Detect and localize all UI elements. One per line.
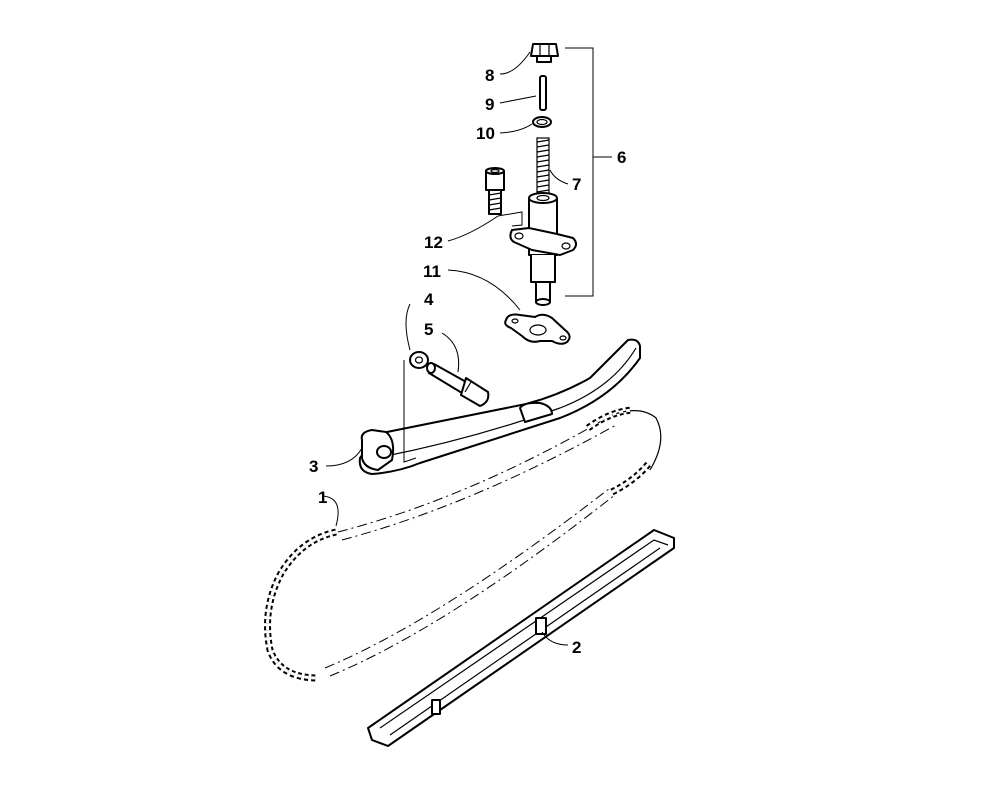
part-2-chain-guide: [367, 529, 675, 747]
part-9-pin: [539, 75, 547, 111]
part-10-o-ring: [532, 116, 552, 128]
leader-lines: [321, 51, 569, 646]
callout-11: 11: [423, 262, 441, 281]
part-11-gasket: [504, 313, 571, 345]
part-12-bolt: [485, 167, 505, 215]
part-1-timing-chain: [264, 406, 662, 682]
part-3-tensioner-guide: [358, 338, 641, 475]
callout-10: 10: [476, 124, 495, 143]
callout-2: 2: [572, 638, 581, 657]
part-6-tensioner-body: [509, 192, 577, 306]
part-8-cap-nut: [530, 43, 559, 63]
callout-9: 9: [485, 95, 494, 114]
callout-7: 7: [572, 175, 581, 194]
callout-1: 1: [318, 488, 327, 507]
callout-labels: 1 2 3 4 5 6 7 8 9 10 11 12: [309, 66, 626, 657]
callout-4: 4: [424, 290, 434, 309]
callout-5: 5: [424, 320, 433, 339]
callout-6: 6: [617, 148, 626, 167]
part-4-washer: [409, 351, 429, 369]
callout-3: 3: [309, 457, 318, 476]
callout-8: 8: [485, 66, 494, 85]
part-5-pivot-bolt: [426, 362, 490, 407]
assembly-6-bracket: [565, 47, 612, 297]
callout-12: 12: [424, 233, 443, 252]
part-7-spring: [536, 137, 550, 197]
